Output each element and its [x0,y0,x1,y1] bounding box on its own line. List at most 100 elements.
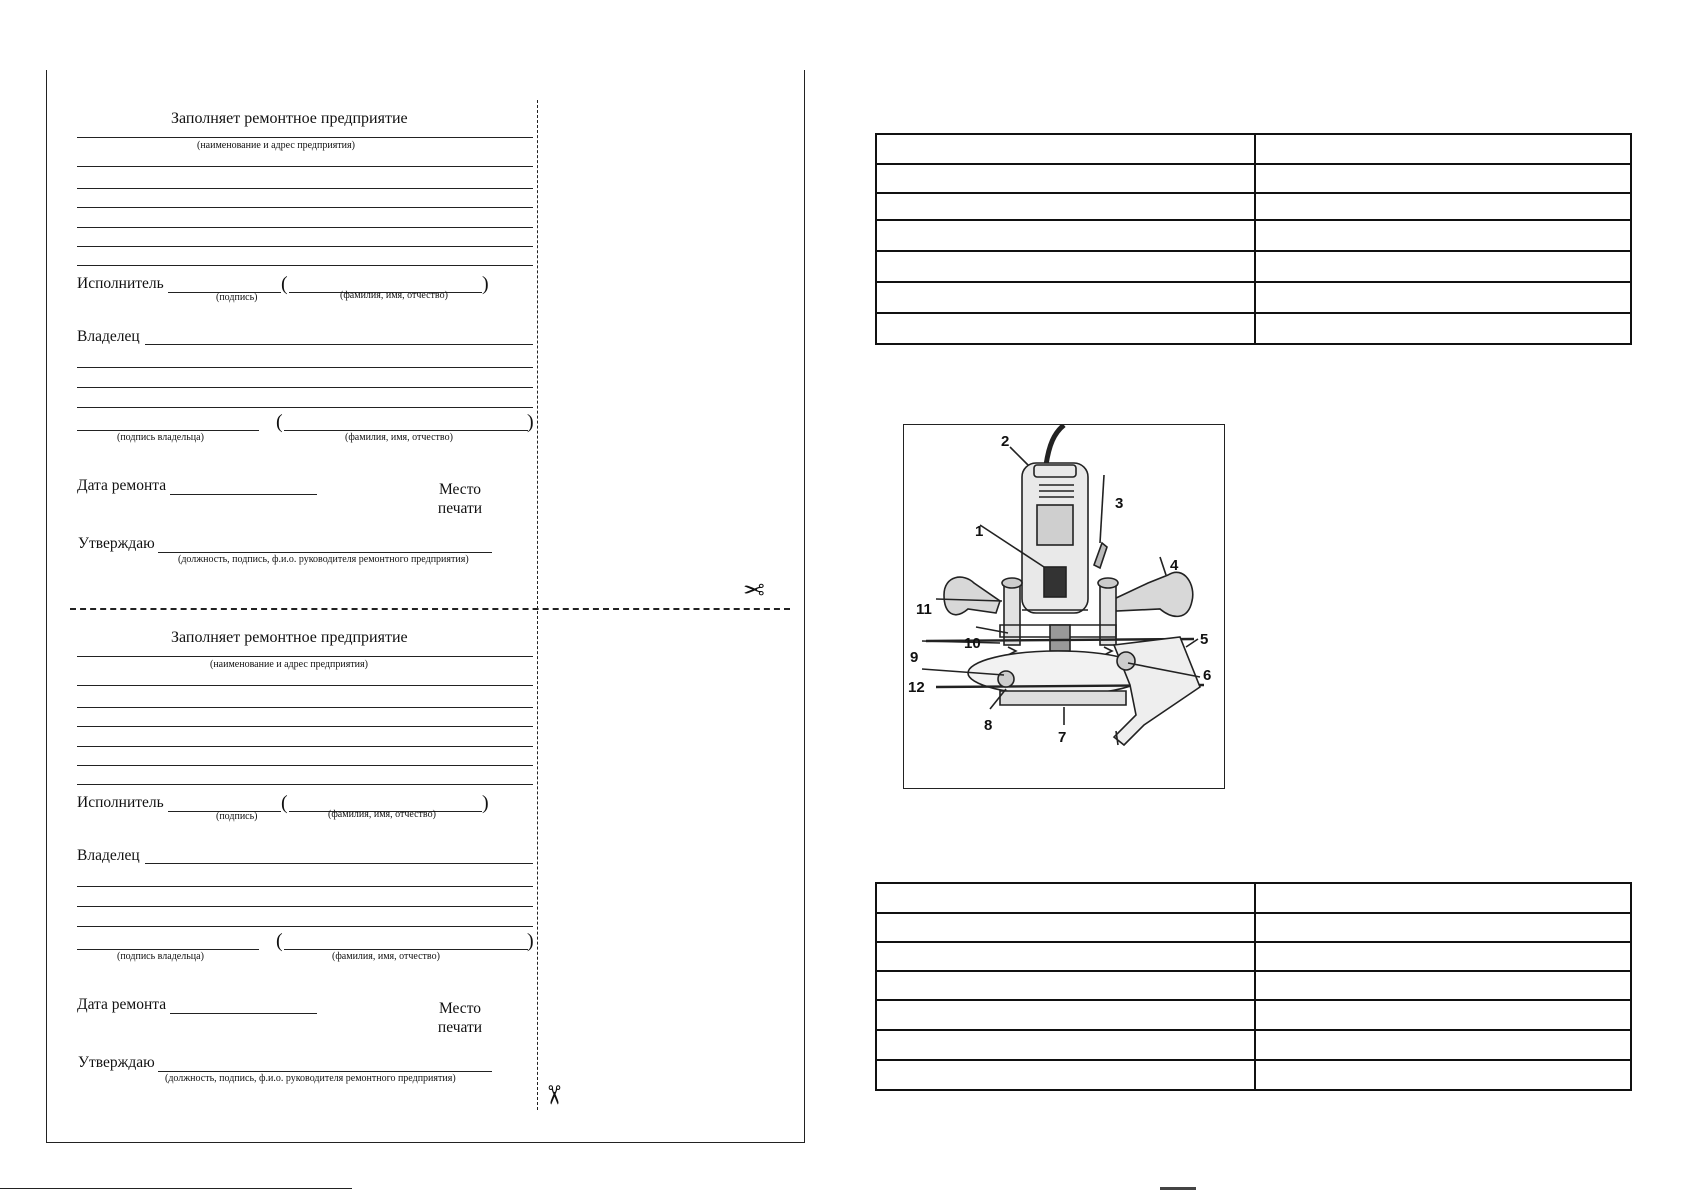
form-line [77,407,533,408]
table-cell [1254,281,1632,314]
paren-open: ( [281,792,288,814]
stamp-text: печати [437,1019,483,1036]
paren-close: ) [527,411,534,433]
table-cell [875,941,1256,972]
form-line [77,188,533,189]
stamp-place: Место печати [430,999,490,1037]
coupon-heading: Заполняет ремонтное предприятие [171,110,408,127]
form-line [77,367,533,368]
blank-table-bottom [875,882,1632,1091]
stamp-text: Место [438,1000,482,1017]
approve-label: Утверждаю [78,535,155,552]
table-cell [875,970,1256,1001]
table-cell [875,219,1256,252]
repair-date-label: Дата ремонта [77,477,167,494]
table-cell [875,133,1256,165]
callout-4: 4 [1170,557,1179,574]
signature-line [168,811,281,812]
stamp-text: печати [437,500,483,517]
form-line [77,707,533,708]
paren-close: ) [482,273,489,295]
owner-fio-caption: (фамилия, имя, отчество) [332,951,440,962]
form-line [77,265,533,266]
owner-signature-caption: (подпись владельца) [117,432,204,443]
repair-date-line [170,494,317,495]
table-cell [875,163,1256,194]
router-figure: 2 3 1 4 11 10 9 5 6 12 8 7 [903,424,1225,789]
stamp-place: Место печати [430,480,490,518]
form-line [77,227,533,228]
callout-2: 2 [1001,433,1010,450]
table-cell [875,999,1256,1031]
form-line [77,685,533,686]
paren-open: ( [276,411,283,433]
table-cell [1254,999,1632,1031]
callout-5: 5 [1200,631,1209,648]
owner-signature-line [77,430,259,431]
horizontal-cut-line [70,608,790,610]
table-cell [1254,163,1632,194]
scissors-icon: ✂ [743,576,765,605]
table-cell [875,912,1256,943]
coupon-heading: Заполняет ремонтное предприятие [171,629,408,646]
signature-caption: (подпись) [216,292,258,303]
repair-date-line [170,1013,317,1014]
table-cell [1254,1029,1632,1061]
table-cell [1254,312,1632,345]
blank-table-top [875,133,1632,345]
callout-6: 6 [1203,667,1212,684]
table-cell [875,312,1256,345]
form-line [77,906,533,907]
callout-11: 11 [916,601,932,618]
page-edge-mark [1160,1187,1196,1190]
executor-label: Исполнитель [77,275,164,292]
callout-9: 9 [910,649,919,666]
table-cell [1254,219,1632,252]
fio-caption: (фамилия, имя, отчество) [328,809,436,820]
table-cell [1254,912,1632,943]
owner-line [145,863,533,864]
table-cell [875,192,1256,221]
owner-signature-caption: (подпись владельца) [117,951,204,962]
form-line [77,886,533,887]
signature-caption: (подпись) [216,811,258,822]
form-line [77,784,533,785]
form-line [77,246,533,247]
owner-signature-line [77,949,259,950]
router-illustration [921,425,1205,747]
form-line [77,656,533,657]
table-cell [1254,970,1632,1001]
callout-8: 8 [984,717,993,734]
table-cell [1254,250,1632,283]
fio-line [289,292,482,293]
callout-3: 3 [1115,495,1124,512]
paren-open: ( [281,273,288,295]
executor-label: Исполнитель [77,794,164,811]
callout-1: 1 [975,523,984,540]
field-caption: (наименование и адрес предприятия) [210,659,368,670]
form-line [77,387,533,388]
table-cell [1254,1059,1632,1091]
signature-line [168,292,281,293]
callout-10: 10 [964,635,981,652]
table-cell [875,250,1256,283]
fio-line [289,811,482,812]
page-edge-line [0,1188,352,1189]
form-line [77,137,533,138]
approve-caption: (должность, подпись, ф.и.о. руководителя… [178,554,469,565]
approve-line [158,552,492,553]
owner-fio-line [284,949,528,950]
left-page-frame [46,70,805,1143]
paren-open: ( [276,930,283,952]
table-cell [1254,192,1632,221]
table-cell [875,1059,1256,1091]
approve-line [158,1071,492,1072]
table-cell [875,1029,1256,1061]
owner-label: Владелец [77,847,140,864]
vertical-cut-line [537,100,538,1110]
callout-12: 12 [908,679,925,696]
paren-close: ) [527,930,534,952]
owner-fio-caption: (фамилия, имя, отчество) [345,432,453,443]
paren-close: ) [482,792,489,814]
owner-label: Владелец [77,328,140,345]
